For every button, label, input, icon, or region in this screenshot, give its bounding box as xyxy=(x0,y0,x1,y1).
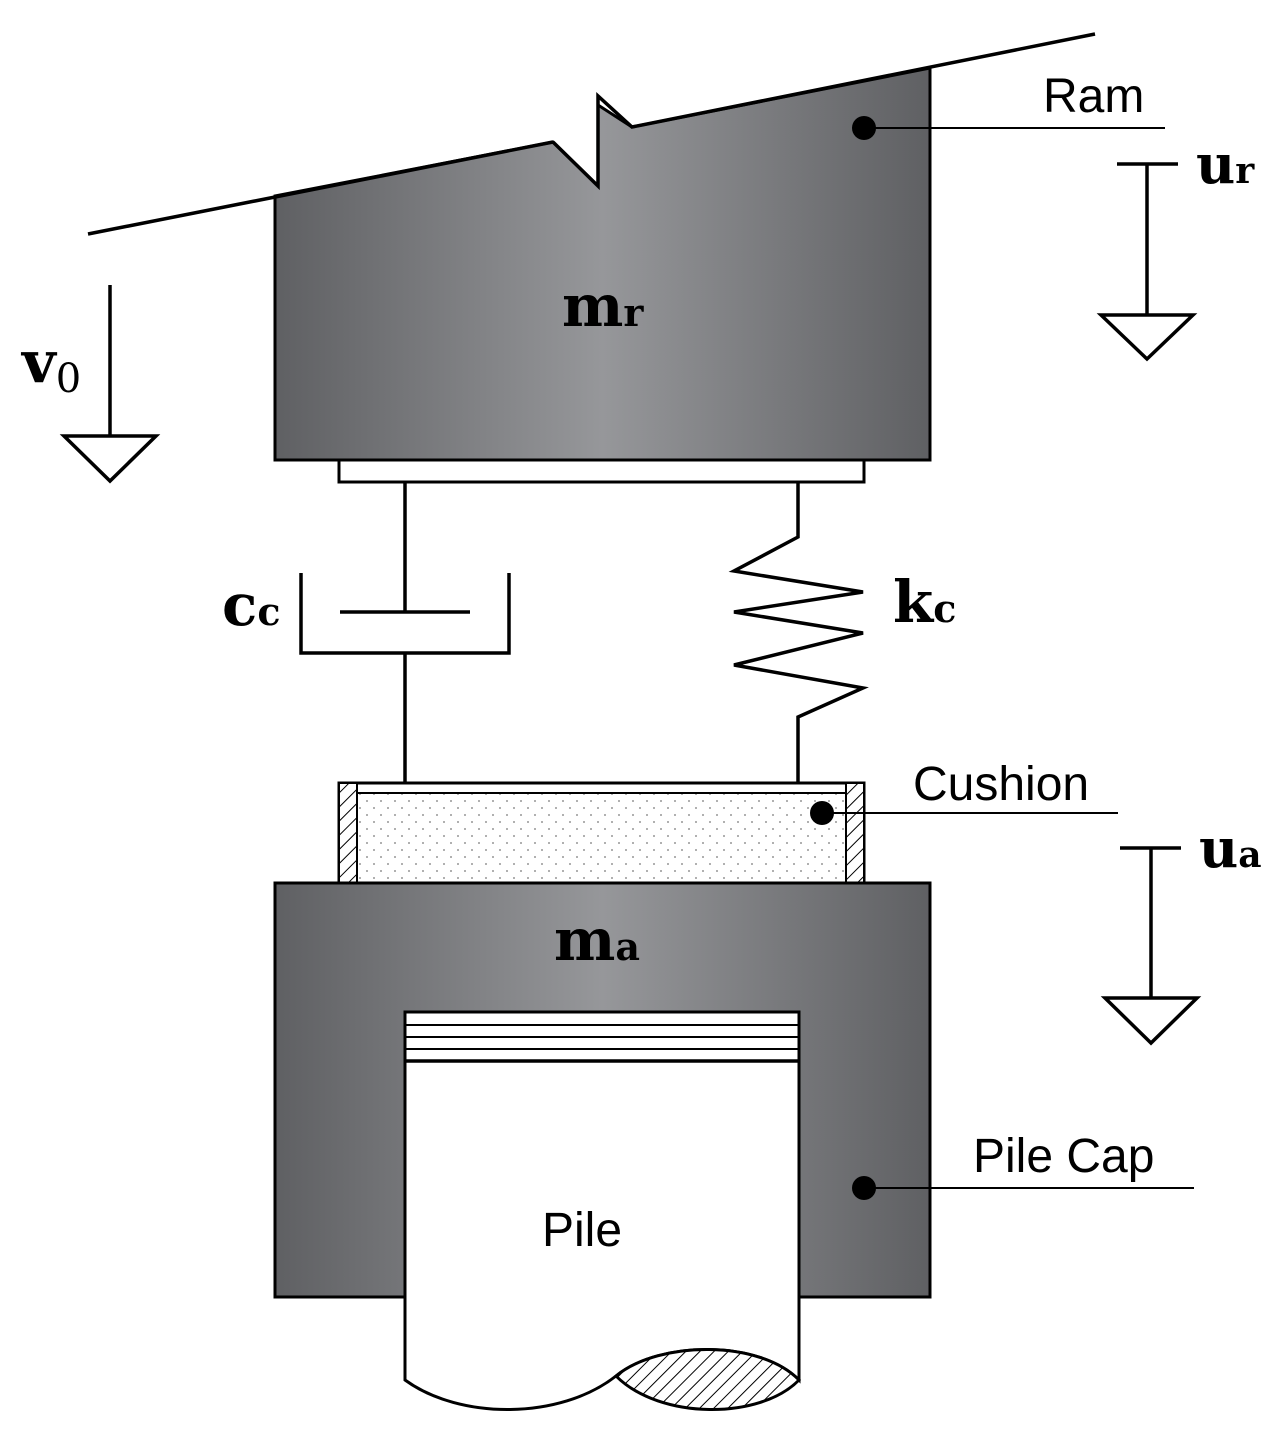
spring-kc xyxy=(728,482,869,783)
mr-symbol: mr xyxy=(562,272,644,340)
ua-symbol: ua xyxy=(1199,816,1262,880)
cushion-leader xyxy=(810,801,1118,825)
ram-bottom-plate xyxy=(337,458,866,484)
ram-label: Ram xyxy=(1043,70,1144,123)
ua-displacement-arrow xyxy=(1100,846,1202,1046)
cc-symbol: cc xyxy=(222,571,280,639)
pile-label: Pile xyxy=(542,1204,622,1257)
ram-leader xyxy=(852,116,1165,140)
pile xyxy=(403,1010,802,1411)
pile-cap-leader xyxy=(852,1176,1194,1200)
ma-symbol: ma xyxy=(554,906,640,974)
ur-displacement-arrow xyxy=(1096,162,1198,362)
cushion-label: Cushion xyxy=(913,758,1089,811)
ram-mass-block xyxy=(87,32,1096,462)
ur-symbol: ur xyxy=(1196,132,1255,196)
v0-velocity-arrow xyxy=(59,285,161,484)
dashpot-cc xyxy=(299,482,511,783)
cushion-block xyxy=(337,781,866,885)
pile-cap-label: Pile Cap xyxy=(973,1130,1154,1183)
v0-symbol: v0 xyxy=(20,328,81,402)
kc-symbol: kc xyxy=(893,568,956,636)
